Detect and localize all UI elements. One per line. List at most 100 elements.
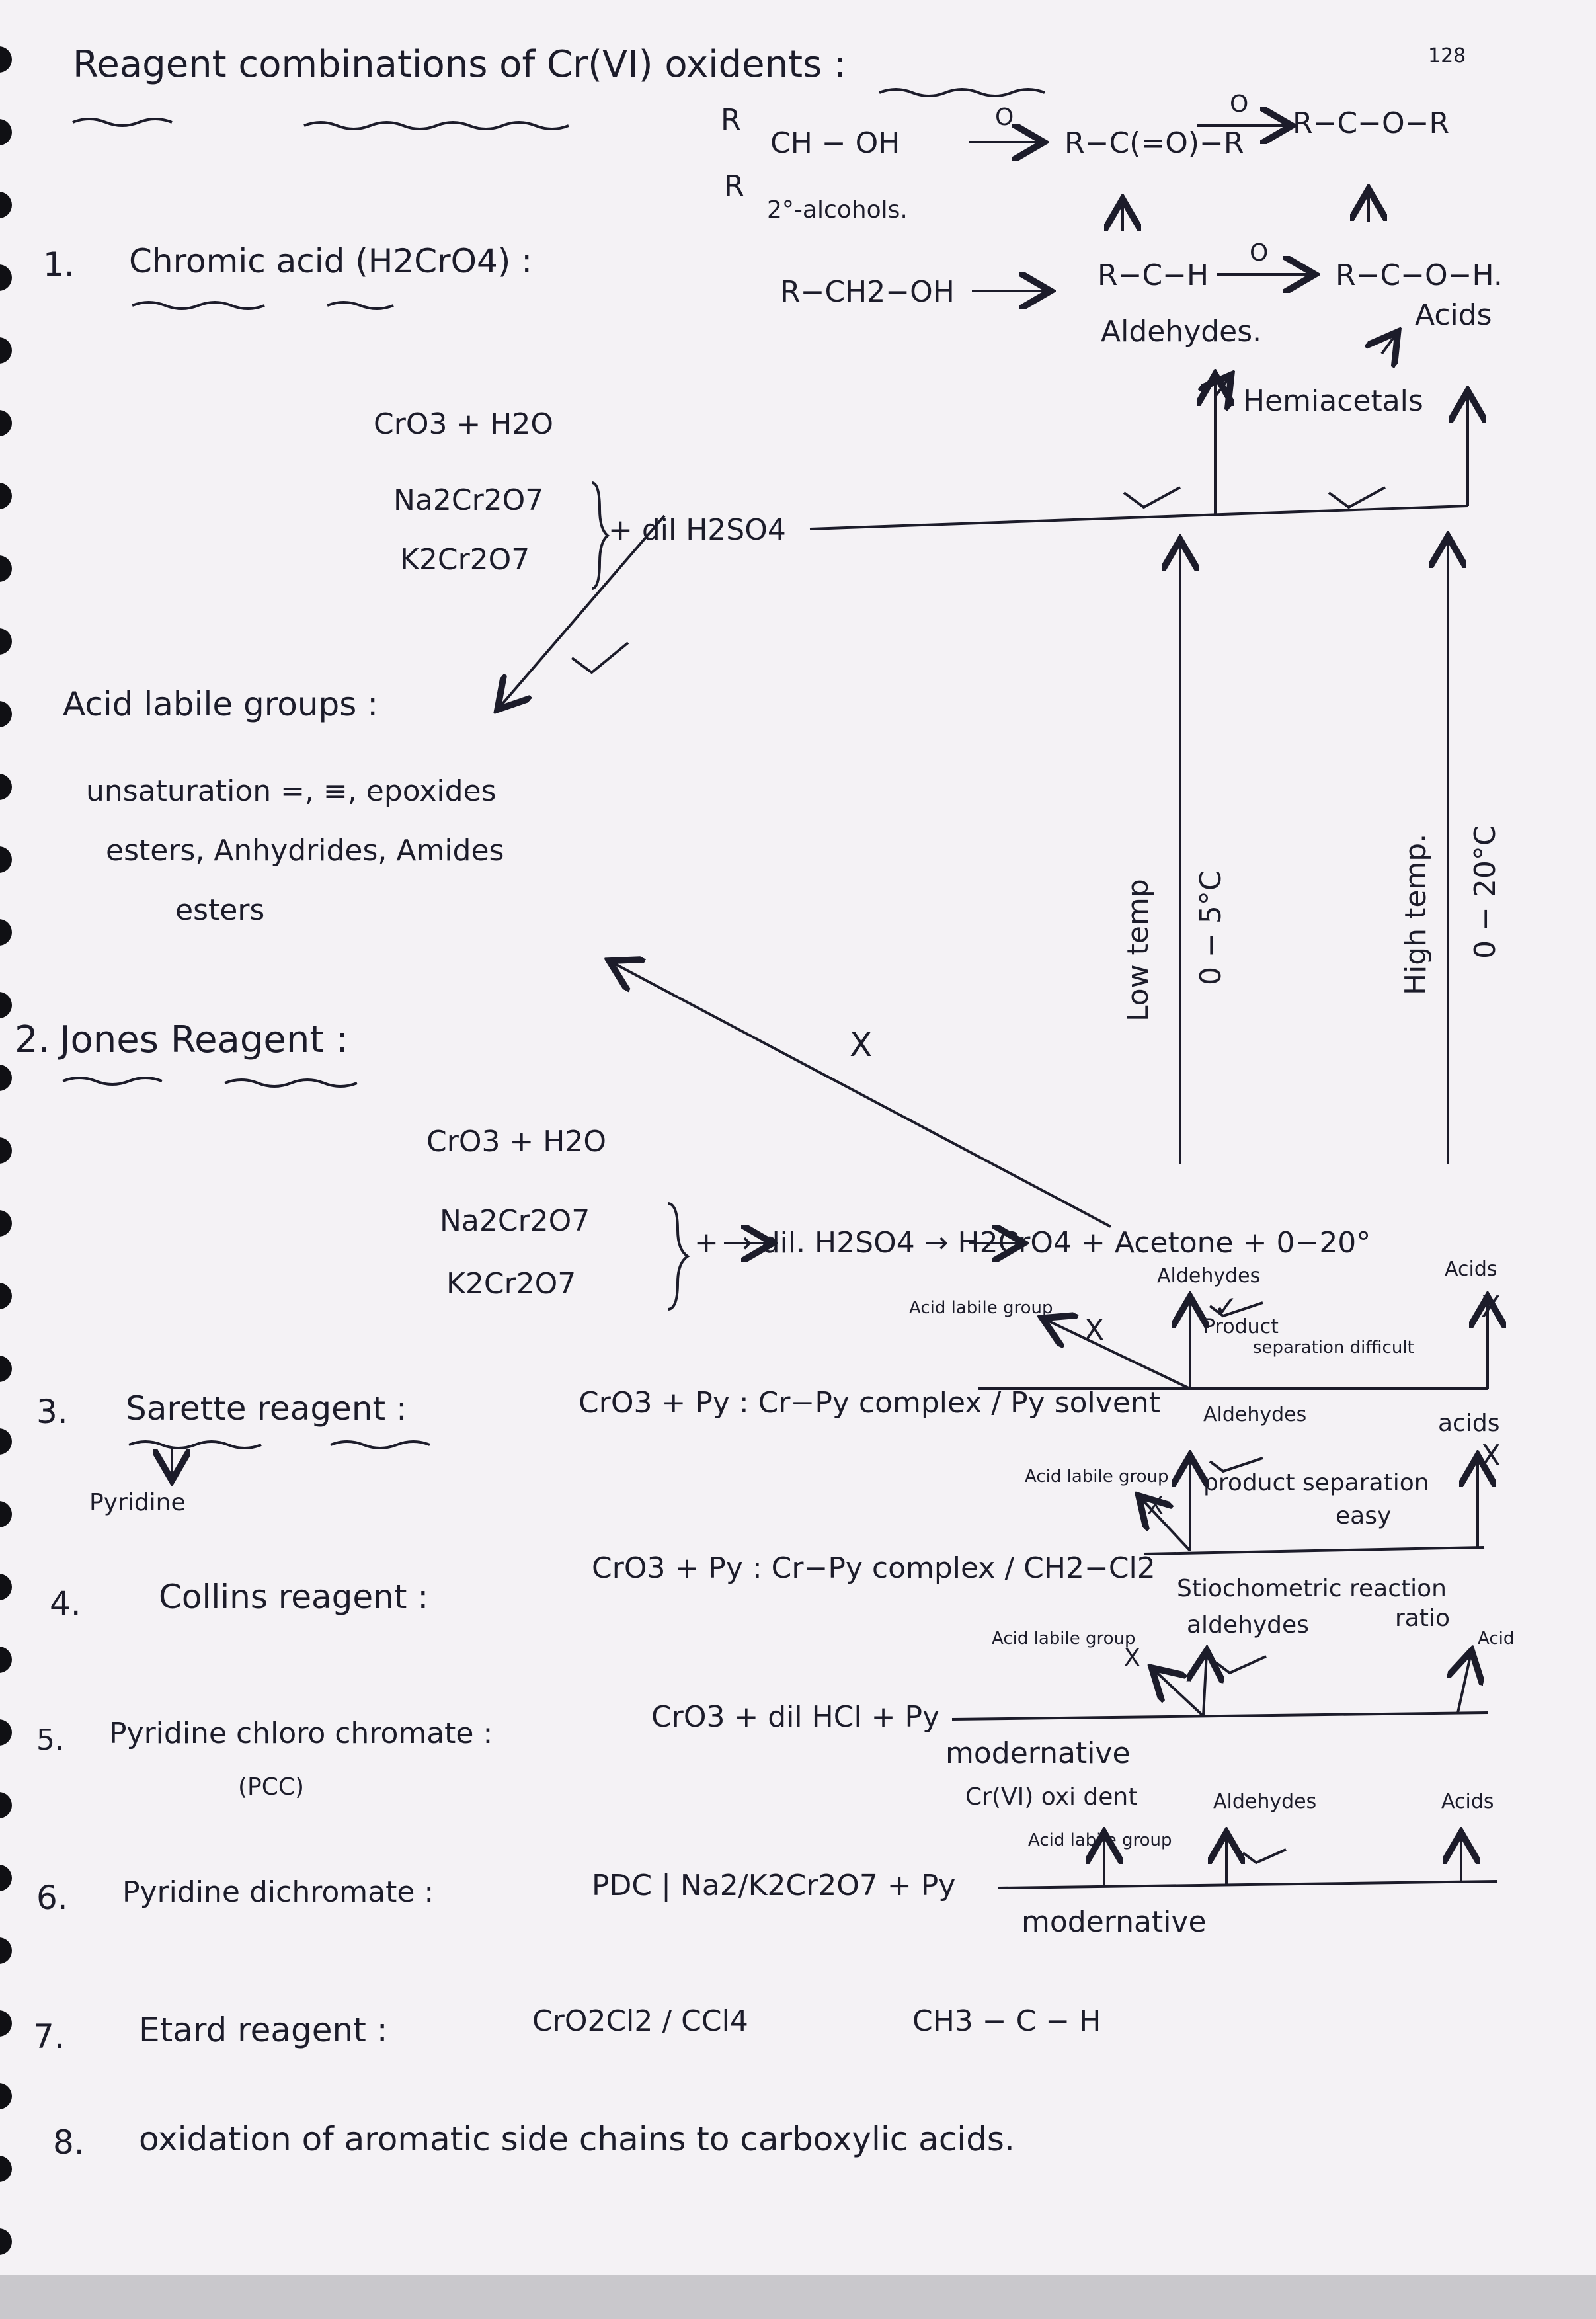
sec-alcohol-label: 2°-alcohols.	[767, 196, 908, 224]
binder-hole	[0, 2156, 12, 2182]
x-mark: X	[850, 1026, 873, 1064]
tick-mark	[571, 641, 629, 674]
sarett-easy: easy	[1336, 1502, 1392, 1529]
page-number: 128	[1428, 44, 1466, 67]
hemiacetals-label: Hemiacetals	[1243, 384, 1423, 418]
pdc-acids: Acids	[1441, 1790, 1494, 1813]
sarett-acids: acids	[1438, 1410, 1500, 1437]
tick-mark	[1242, 1848, 1287, 1865]
binder-hole	[0, 410, 12, 436]
item-5-number: 5.	[36, 1723, 64, 1757]
binder-hole	[0, 2010, 12, 2037]
sec-alcohol-formula: CH − OH	[770, 126, 900, 160]
binder-hole	[0, 2083, 12, 2109]
item-5-formula: CrO3 + dil HCl + Py	[651, 1700, 940, 1734]
binder-hole	[0, 337, 12, 364]
item-2-line-2: Na2Cr2O7	[440, 1204, 590, 1238]
oxidant-label-3: O	[1250, 239, 1269, 266]
brace-chromic	[591, 481, 610, 590]
sarett-x-mark: X	[1147, 1492, 1164, 1520]
item-4-name: Collins reagent :	[159, 1578, 429, 1616]
binder-hole	[0, 1283, 12, 1309]
binder-hole	[0, 846, 12, 873]
binder-hole	[0, 2228, 12, 2255]
item-5-note-1: modernative	[945, 1736, 1131, 1770]
binder-hole	[0, 1065, 12, 1091]
chromic-underline	[132, 301, 265, 310]
binder-hole	[0, 1137, 12, 1164]
page-title: Reagent combinations of Cr(VI) oxidents …	[73, 43, 846, 86]
jones-tick: ✓	[1214, 1290, 1238, 1324]
acid-labile-line-1: unsaturation =, ≡, epoxides	[86, 774, 497, 808]
item-1-line-3: K2Cr2O7	[400, 543, 530, 577]
collins-stoich: Stiochometric reaction	[1177, 1575, 1447, 1602]
binder-hole	[0, 774, 12, 800]
ketone: R−C(=O)−R	[1064, 126, 1244, 160]
binder-hole	[0, 1937, 12, 1964]
binder-hole	[0, 119, 12, 145]
collins-acid: Acid	[1478, 1629, 1515, 1648]
binder-hole	[0, 192, 12, 218]
low-temp-label: Low temp	[1121, 879, 1155, 1022]
binder-hole	[0, 46, 12, 73]
binder-hole	[0, 1574, 12, 1600]
collins-aldehydes: aldehydes	[1187, 1611, 1309, 1639]
acids-label: Acids	[1415, 298, 1492, 332]
sarett-acid-labile: Acid labile group	[1025, 1467, 1169, 1486]
item-5-abbr: (PCC)	[238, 1773, 305, 1801]
sec-alcohol-r1: R	[721, 103, 741, 137]
page-bottom-edge	[0, 2275, 1596, 2319]
binder-hole	[0, 1719, 12, 1746]
sarett-acids-x: X	[1481, 1439, 1501, 1473]
binder-hole	[0, 1501, 12, 1527]
item-7-number: 7.	[33, 2017, 65, 2056]
jones-acids-x: X	[1481, 1290, 1501, 1324]
item-4-formula: CrO3 + Py : Cr−Py complex / CH2−Cl2	[592, 1551, 1156, 1585]
item-2-name: Jones Reagent :	[60, 1018, 348, 1061]
acid-labile-line-2: esters, Anhydrides, Amides	[106, 834, 504, 868]
binder-hole	[0, 628, 12, 655]
binder-hole	[0, 1210, 12, 1237]
item-1-number: 1.	[43, 245, 75, 284]
binder-hole	[0, 1647, 12, 1673]
item-6-name: Pyridine dichromate :	[122, 1875, 434, 1909]
item-1-line-2: Na2Cr2O7	[393, 483, 544, 517]
jones-product: Product	[1203, 1315, 1279, 1338]
sec-alcohol-r2: R	[724, 169, 744, 203]
acid-labile-line-3: esters	[175, 893, 265, 927]
collins-ratio: ratio	[1395, 1605, 1451, 1632]
binder-hole	[0, 264, 12, 291]
item-6-note: modernative	[1021, 1905, 1207, 1939]
jones-underline	[62, 1077, 163, 1086]
tick-mark	[1215, 1655, 1267, 1675]
acid-underline	[327, 301, 394, 310]
item-1-acid: + dil H2SO4	[608, 513, 786, 547]
sarett-reagent-underline	[330, 1440, 430, 1449]
binder-hole	[0, 1428, 12, 1455]
tick-mark	[1123, 486, 1181, 509]
sarett-aldehydes: Aldehydes	[1203, 1403, 1307, 1426]
tick-mark	[1328, 486, 1386, 509]
binder-hole	[0, 555, 12, 582]
item-7-name: Etard reagent :	[139, 2011, 388, 2049]
item-2-number: 2.	[15, 1018, 50, 1061]
carboxylic-acid: R−C−O−H.	[1336, 259, 1503, 292]
item-1-name: Chromic acid (H2CrO4) :	[129, 242, 533, 280]
title-underline-1	[72, 118, 173, 127]
item-7-product: CH3 − C − H	[912, 2004, 1101, 2038]
binder-hole	[0, 483, 12, 509]
pdc-acid-labile: Acid labile group	[1028, 1830, 1172, 1850]
item-6-formula: PDC | Na2/K2Cr2O7 + Py	[592, 1869, 956, 1902]
item-8-number: 8.	[53, 2123, 85, 2162]
oxidant-label-2: O	[1230, 91, 1249, 118]
primary-alcohol: R−CH2−OH	[780, 275, 955, 309]
item-2-line-3: K2Cr2O7	[446, 1267, 577, 1301]
item-7-formula: CrO2Cl2 / CCl4	[532, 2004, 748, 2038]
item-3-name: Sarette reagent :	[126, 1389, 407, 1428]
sarett-underline	[128, 1440, 262, 1449]
item-5-note-2: Cr(VI) oxi dent	[965, 1783, 1138, 1810]
jones-acids: Acids	[1445, 1258, 1497, 1281]
reagent-underline	[224, 1078, 358, 1088]
